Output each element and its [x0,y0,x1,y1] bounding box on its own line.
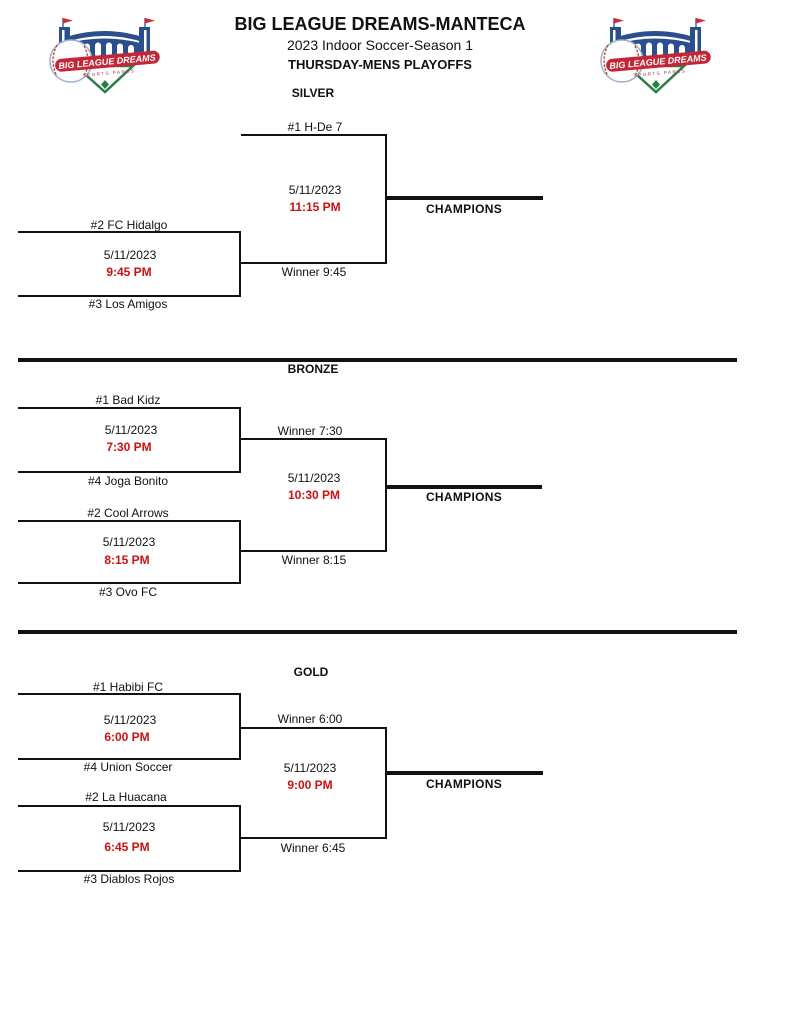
team-label: #4 Union Soccer [83,760,173,774]
section-divider [18,630,737,634]
page-subtitle: 2023 Indoor Soccer-Season 1 [286,37,473,53]
match-time: 8:15 PM [104,553,150,567]
logo-subtext: SPORTS PARKS [634,68,687,78]
page-subheading: THURSDAY-MENS PLAYOFFS [288,57,472,72]
team-label: #4 Joga Bonito [87,474,169,488]
page-title: BIG LEAGUE DREAMS-MANTECA [234,14,526,34]
bronze-match1-vertical-line [239,407,241,473]
match-date: 5/11/2023 [104,423,158,437]
match-date: 5/11/2023 [288,183,342,197]
team-label: #2 FC Hidalgo [90,218,168,232]
silver-champion-line [387,196,543,200]
winner-label: Winner 6:45 [280,841,346,855]
team-label: #3 Diablos Rojos [83,872,175,886]
champions-label: CHAMPIONS [425,777,503,791]
gold-champion-line [387,771,543,775]
section-title-gold: GOLD [293,665,329,679]
match-date: 5/11/2023 [283,761,337,775]
bronze-match1-top-line [18,407,241,409]
match-date: 5/11/2023 [103,248,157,262]
section-divider [18,358,737,362]
team-label: #1 Habibi FC [92,680,164,694]
champions-label: CHAMPIONS [425,490,503,504]
team-label: #2 Cool Arrows [87,506,169,520]
match-date: 5/11/2023 [102,535,156,549]
winner-label: Winner 8:15 [281,553,347,567]
gold-match1-vertical-line [239,693,241,760]
gold-final-bottom-line [239,837,387,839]
champions-label: CHAMPIONS [425,202,503,216]
bronze-final-vertical-line [385,438,387,552]
gold-final-top-line [239,727,387,729]
bronze-champion-line [387,485,542,489]
team-label: #2 La Huacana [85,790,167,804]
team-label: #3 Los Amigos [88,297,168,311]
match-time: 6:45 PM [104,840,150,854]
match-date: 5/11/2023 [287,471,341,485]
match-time: 10:30 PM [287,488,341,502]
winner-label: Winner 6:00 [277,712,343,726]
section-title-bronze: BRONZE [287,362,339,376]
gold-final-vertical-line [385,727,387,839]
gold-match2-bottom-line [18,870,241,872]
team-label: #3 Ovo FC [98,585,158,599]
section-title-silver: SILVER [291,86,335,100]
silver-semi-bottom-line [18,295,241,297]
bronze-match2-bottom-line [18,582,241,584]
match-time: 9:45 PM [106,265,152,279]
bronze-match2-top-line [18,520,241,522]
team-label: #1 H-De 7 [287,120,343,134]
match-date: 5/11/2023 [102,820,156,834]
silver-semi-vertical-line [239,231,241,297]
bronze-match2-vertical-line [239,520,241,584]
silver-winner-line [239,262,387,264]
winner-label: Winner 7:30 [277,424,343,438]
big-league-dreams-logo-left: BIG LEAGUE DREAMS SPORTS PARKS [49,18,160,94]
team-label: #1 Bad Kidz [95,393,161,407]
silver-semi-top-line [18,231,241,233]
silver-final-top-line [241,134,387,136]
bronze-match1-bottom-line [18,471,241,473]
match-date: 5/11/2023 [103,713,157,727]
bronze-final-top-line [239,438,387,440]
winner-label: Winner 9:45 [281,265,347,279]
logo-subtext: SPORTS PARKS [83,68,136,78]
match-time: 6:00 PM [104,730,150,744]
gold-match2-top-line [18,805,241,807]
big-league-dreams-logo-right: BIG LEAGUE DREAMS SPORTS PARKS [600,18,711,94]
bronze-final-bottom-line [239,550,387,552]
gold-match1-bottom-line [18,758,241,760]
silver-final-vertical-line [385,134,387,264]
match-time: 7:30 PM [106,440,152,454]
gold-match1-top-line [18,693,241,695]
match-time: 11:15 PM [289,200,341,214]
match-time: 9:00 PM [287,778,333,792]
